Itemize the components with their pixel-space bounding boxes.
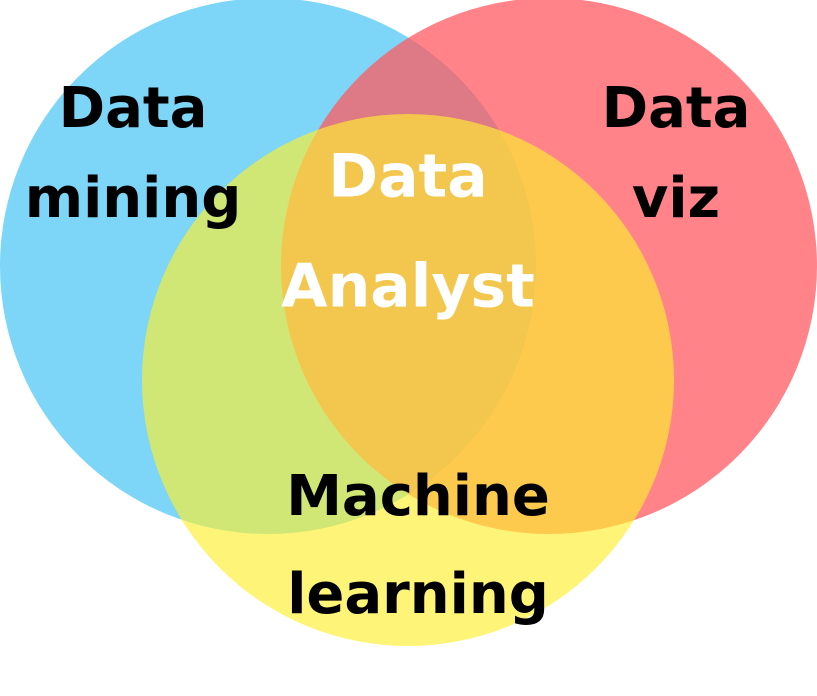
label-machine-learning-line2: learning [287,562,549,627]
label-intersection-line2: Analyst [281,252,535,322]
label-intersection-line1: Data [328,142,487,212]
label-data-mining-line2: mining [25,166,242,231]
label-machine-learning-line1: Machine [286,464,550,529]
label-data-viz-line2: viz [632,166,720,231]
label-data-mining-line1: Data [59,76,208,141]
circle-machine-learning [142,114,674,646]
label-data-viz-line1: Data [602,76,751,141]
